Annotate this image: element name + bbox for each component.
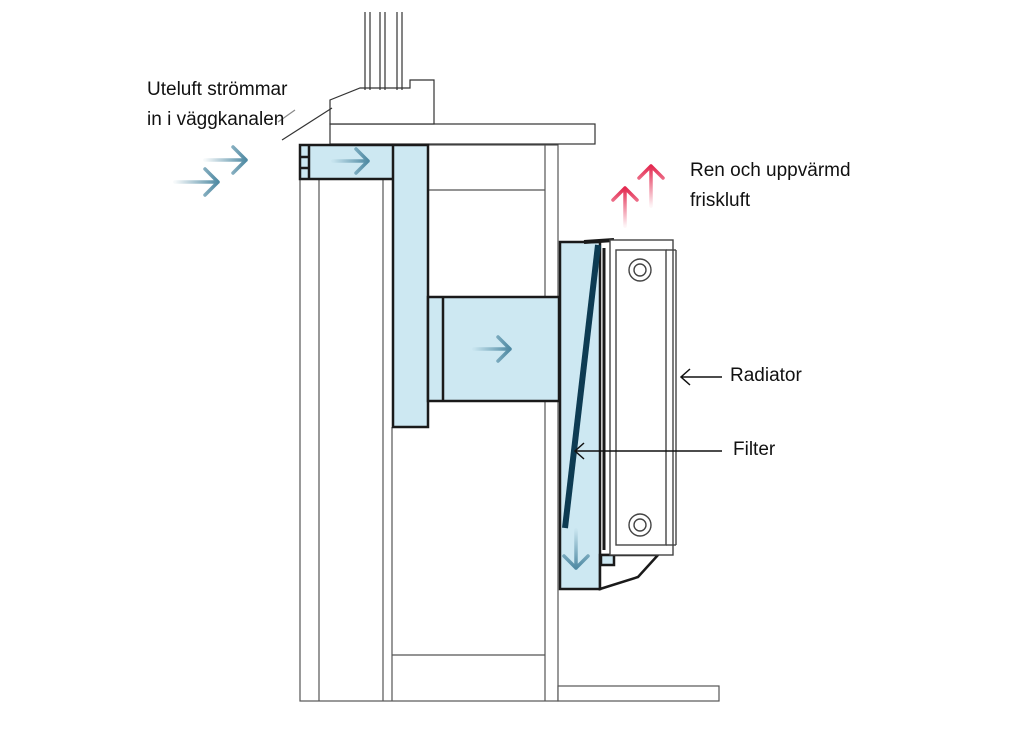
radiator-label: Radiator <box>730 365 802 386</box>
radiator <box>609 239 677 556</box>
arrow-right-icon <box>331 147 370 175</box>
arrow-up-icon <box>611 186 639 228</box>
wall-structure <box>299 144 720 702</box>
arrow-right-icon <box>472 335 512 363</box>
filter-panel <box>562 238 615 550</box>
filter-pointer <box>573 442 722 460</box>
vertical-duct <box>391 143 430 429</box>
arrow-up-icon <box>637 164 665 208</box>
drip-tray <box>598 553 661 591</box>
window-sill <box>277 12 596 145</box>
filter-label: Filter <box>733 439 776 460</box>
arrow-right-icon <box>203 145 248 175</box>
arrow-down-icon <box>562 528 590 570</box>
clean-air-label: Ren och uppvärmd friskluft <box>690 160 851 211</box>
arrow-right-icon <box>173 167 220 197</box>
air-duct <box>298 143 602 591</box>
outdoor-air-label: Uteluft strömmar in i väggkanalen <box>147 79 288 130</box>
radiator-pointer <box>679 368 722 386</box>
